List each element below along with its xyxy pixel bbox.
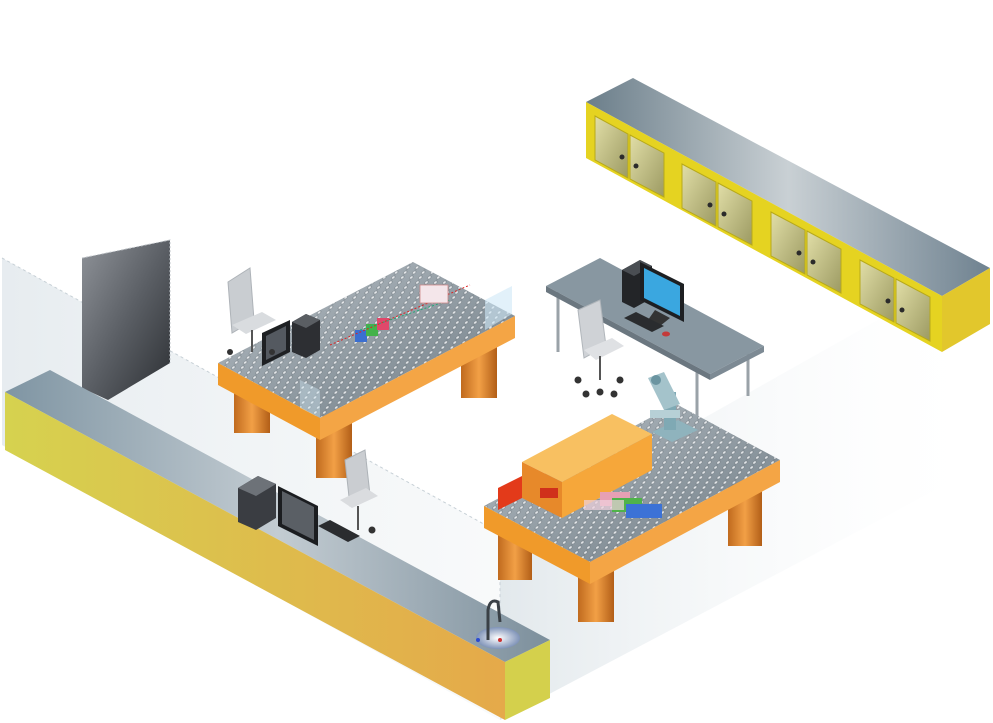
mouse-icon[interactable] bbox=[662, 331, 670, 337]
laser-unit-icon[interactable] bbox=[498, 414, 652, 518]
computer-tower-icon[interactable] bbox=[292, 314, 320, 358]
optics-setup bbox=[584, 492, 662, 518]
cabinet-top bbox=[586, 78, 990, 296]
computer-tower-icon[interactable] bbox=[238, 476, 276, 530]
optical-table-front bbox=[484, 404, 780, 622]
cabinet-door[interactable] bbox=[859, 259, 895, 323]
office-chair-icon[interactable] bbox=[227, 267, 276, 355]
cabinet-door[interactable] bbox=[770, 211, 806, 275]
counter-side bbox=[505, 640, 550, 720]
wall-cabinet-icon bbox=[586, 78, 990, 352]
cabinet-side bbox=[942, 268, 990, 352]
office-chair-icon[interactable] bbox=[574, 299, 625, 398]
cabinet-door[interactable] bbox=[806, 230, 842, 294]
counter-top bbox=[5, 370, 550, 662]
cabinet-door[interactable] bbox=[594, 115, 629, 179]
counter-front bbox=[5, 392, 505, 720]
door-panel-icon bbox=[81, 239, 171, 400]
microscope-icon[interactable] bbox=[648, 372, 698, 442]
keyboard-icon[interactable] bbox=[624, 312, 664, 332]
cabinet-door[interactable] bbox=[717, 182, 753, 246]
monitor-icon[interactable] bbox=[278, 486, 318, 546]
lab-counter bbox=[5, 370, 550, 720]
optical-table-back bbox=[218, 262, 515, 478]
cabinet-front bbox=[586, 102, 942, 352]
cabinet-door[interactable] bbox=[629, 134, 665, 198]
keyboard-icon[interactable] bbox=[318, 520, 360, 542]
office-chair-icon[interactable] bbox=[340, 449, 378, 534]
optics-setup bbox=[329, 284, 471, 346]
sink-faucet-icon[interactable] bbox=[476, 599, 520, 649]
cabinet-door[interactable] bbox=[681, 163, 717, 227]
cabinet-door[interactable] bbox=[895, 278, 931, 342]
